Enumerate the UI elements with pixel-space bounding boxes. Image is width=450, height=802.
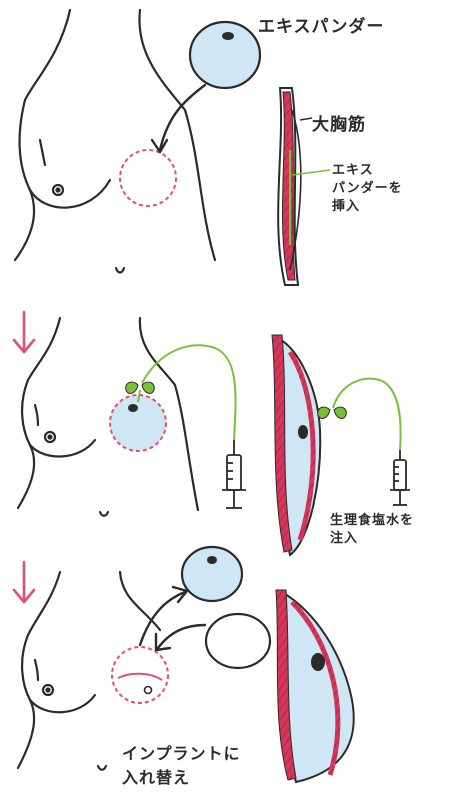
implant-icon [206, 614, 270, 668]
filled-expander-2 [110, 395, 166, 451]
saline-label-line2: 注入 [330, 530, 358, 548]
insert-label-line2: パンダーを [332, 180, 403, 198]
torso-panel-2 [18, 318, 198, 516]
torso-panel-1 [15, 10, 215, 273]
saline-label-line1: 生理食塩水を [330, 512, 414, 530]
expander-icon [190, 22, 260, 88]
side-section-1 [278, 88, 301, 285]
step-arrow-icon [14, 562, 34, 602]
implant-label-line2: 入れ替え [122, 764, 190, 788]
syringe-icon [390, 450, 410, 505]
side-section-3 [276, 590, 354, 782]
pectoralis-label: 大胸筋 [312, 110, 366, 135]
syringe-icon [222, 440, 246, 508]
expander-icon [182, 547, 242, 601]
dashed-circle [120, 150, 176, 206]
expander-label: エキスパンダー [258, 12, 384, 37]
implant-label-line1: インプラントに [122, 740, 241, 764]
side-section-2 [272, 335, 320, 555]
insert-label-line3: 挿入 [332, 198, 360, 216]
insert-label-line1: エキス [332, 162, 374, 180]
step-arrow-icon [14, 312, 34, 352]
implant-site-3 [112, 647, 168, 703]
valve-icon [318, 407, 347, 418]
